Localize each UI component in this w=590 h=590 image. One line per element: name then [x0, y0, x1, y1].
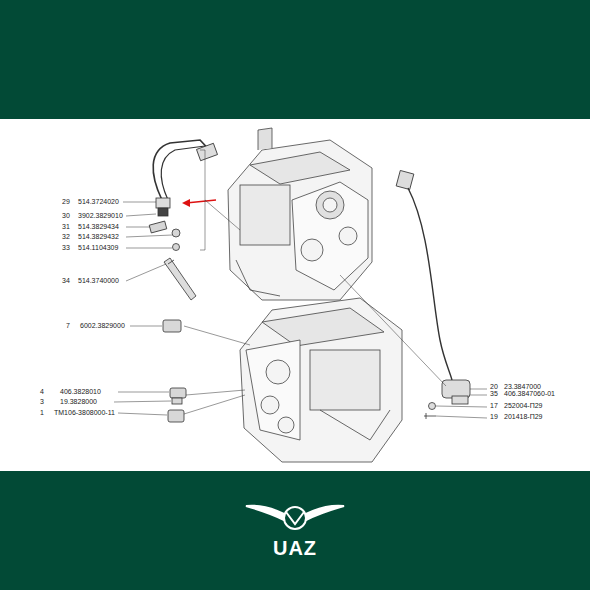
leader-lines [114, 150, 487, 418]
part-number: 514.3740000 [78, 277, 119, 285]
callout-number: 17 [490, 402, 498, 410]
part-number: ТМ106-3808000-11 [54, 409, 115, 417]
part-number: 252004-П29 [504, 402, 543, 410]
part-number: 514.3724020 [78, 198, 119, 206]
part-number: 3902.3829010 [78, 212, 123, 220]
red-arrow [186, 200, 216, 203]
brand-name: UAZ [273, 537, 317, 559]
sensors-bottom [163, 320, 186, 422]
callout-number: 31 [62, 223, 70, 231]
sensor-20 [396, 170, 470, 419]
glow-plug [164, 258, 196, 300]
callout-number: 33 [62, 244, 70, 252]
part-number: 19.3828000 [60, 398, 97, 406]
sensor-29 [153, 140, 217, 216]
callout-number: 30 [62, 212, 70, 220]
part-number: 23.3847000 [504, 383, 541, 391]
callout-number: 29 [62, 198, 70, 206]
part-number: 406.3828010 [60, 388, 101, 396]
engine-bottom [240, 298, 402, 462]
part-number: 6002.3829000 [80, 322, 125, 330]
top-band [0, 0, 590, 119]
callout-number: 1 [40, 409, 44, 417]
callout-number: 35 [490, 390, 498, 398]
red-arrowhead [182, 199, 190, 207]
callout-number: 20 [490, 383, 498, 391]
part-number: 514.1104309 [78, 244, 118, 252]
part-number: 201418-П29 [504, 413, 543, 421]
callout-number: 19 [490, 413, 498, 421]
callout-number: 34 [62, 277, 70, 285]
bottom-band [0, 471, 590, 590]
engine-top [228, 128, 372, 300]
callout-number: 4 [40, 388, 44, 396]
callout-number: 3 [40, 398, 44, 406]
callout-number: 32 [62, 233, 70, 241]
callout-number: 7 [66, 322, 70, 330]
uaz-emblem [246, 506, 344, 529]
part-number: 514.3829434 [78, 223, 119, 231]
part-number: 514.3829432 [78, 233, 119, 241]
part-number: 406.3847060-01 [504, 390, 555, 398]
